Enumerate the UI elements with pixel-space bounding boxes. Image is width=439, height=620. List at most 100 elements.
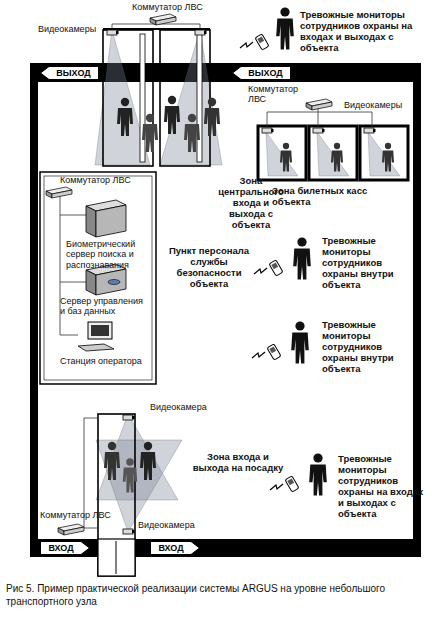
text-label: Сервер управления и баз данных xyxy=(60,296,150,317)
operator-station xyxy=(78,322,114,351)
database-icon xyxy=(108,280,120,285)
camera-lens xyxy=(204,31,207,34)
camera-body xyxy=(123,529,133,534)
camera-lens xyxy=(322,129,325,132)
person-head xyxy=(108,442,116,450)
person-body xyxy=(276,19,294,50)
switch-side xyxy=(156,17,176,25)
text-label: Видеокамеры xyxy=(38,24,102,34)
radio-signal xyxy=(254,268,267,274)
camera-body xyxy=(313,128,323,133)
person-figure xyxy=(276,7,294,49)
person-figure xyxy=(309,453,327,495)
person-body xyxy=(123,467,137,492)
gate-frame xyxy=(103,30,153,166)
server-side xyxy=(96,269,126,295)
monitor-screen xyxy=(257,36,264,43)
person-body xyxy=(117,108,133,136)
camera-view xyxy=(368,132,400,176)
person-figure xyxy=(280,143,292,172)
person-figure xyxy=(140,442,156,480)
sign-text: ВЫХОД xyxy=(40,66,99,80)
camera-icon xyxy=(107,30,119,35)
person-figure xyxy=(164,96,180,134)
camera-icon xyxy=(313,128,325,133)
person-head xyxy=(208,98,216,106)
direction-sign: ВХОД xyxy=(40,541,90,555)
camera-body xyxy=(123,415,133,420)
person-figure xyxy=(382,143,394,172)
person-figure xyxy=(293,237,311,279)
ticket-booth xyxy=(360,126,408,180)
text-label: Видеокамера xyxy=(150,402,220,412)
sign-text: ВЫХОД xyxy=(232,66,291,80)
person-head xyxy=(295,321,304,330)
text-label: Станция оператора xyxy=(60,356,150,366)
direction-sign: ВЫХОД xyxy=(40,66,99,80)
security-room-inner xyxy=(44,176,152,380)
monitor-body xyxy=(285,476,299,492)
radio-signal xyxy=(240,42,253,48)
alarm-monitor xyxy=(255,34,269,50)
text-label: Зона входа и выхода на посадку xyxy=(190,452,286,474)
lan-switch xyxy=(150,14,176,25)
text-label: Биометрический сервер поиска и распознав… xyxy=(66,239,152,270)
person-head xyxy=(168,96,176,104)
text-label: Видеокамеры xyxy=(344,100,412,110)
wall xyxy=(413,63,421,557)
server-unit xyxy=(86,200,126,237)
person-body xyxy=(140,452,156,480)
security-room xyxy=(40,172,156,384)
camera-icon xyxy=(195,30,207,35)
arrow-sign-fill xyxy=(41,542,90,555)
keyboard xyxy=(78,344,114,351)
gate-frame xyxy=(98,414,135,576)
person-body xyxy=(331,151,343,172)
gate-door xyxy=(98,539,135,576)
person-figure xyxy=(331,143,343,172)
camera-view xyxy=(266,132,298,176)
wall xyxy=(30,63,38,557)
sign-text: ВХОД xyxy=(40,541,90,555)
person-head xyxy=(146,114,154,122)
text-label: Видеокамера xyxy=(138,520,208,530)
radio-signal xyxy=(252,352,265,358)
person-figure xyxy=(104,442,120,480)
person-body xyxy=(309,465,327,496)
camera-lens xyxy=(132,530,135,533)
radio-signal xyxy=(270,484,283,490)
wall xyxy=(30,539,421,557)
person-body xyxy=(184,124,200,152)
text-label: Коммутатор ЛВС xyxy=(248,84,302,105)
camera-icon xyxy=(364,128,376,133)
monitor-screen xyxy=(287,478,294,485)
gate-door xyxy=(140,34,145,162)
camera-body xyxy=(195,30,205,35)
alarm-monitor xyxy=(269,260,283,276)
text-label: Тревожные мониторы сотрудников охраны на… xyxy=(338,454,428,520)
switch-front xyxy=(306,103,312,110)
switch-front xyxy=(46,191,52,198)
lan-switch xyxy=(58,524,84,535)
person-figure xyxy=(117,98,133,136)
camera-icon xyxy=(123,415,135,420)
wall xyxy=(30,63,421,82)
person-body xyxy=(164,106,180,134)
camera-body xyxy=(262,128,272,133)
monitor-body xyxy=(269,260,283,276)
person-figure xyxy=(184,114,200,152)
arrow-sign-fill xyxy=(151,542,200,555)
text-label: Тревожные мониторы сотрудников охраны на… xyxy=(300,10,434,54)
switch-side xyxy=(312,102,332,110)
server-front xyxy=(86,206,96,237)
monitor-body xyxy=(267,344,281,360)
server-side xyxy=(96,205,126,237)
person-head xyxy=(188,114,196,122)
ticket-booth xyxy=(258,126,306,180)
person-figure xyxy=(291,321,309,363)
switch-front xyxy=(58,528,64,535)
person-body xyxy=(142,124,158,152)
person-head xyxy=(280,7,289,16)
person-body xyxy=(204,108,220,136)
ticket-booth xyxy=(309,126,357,180)
